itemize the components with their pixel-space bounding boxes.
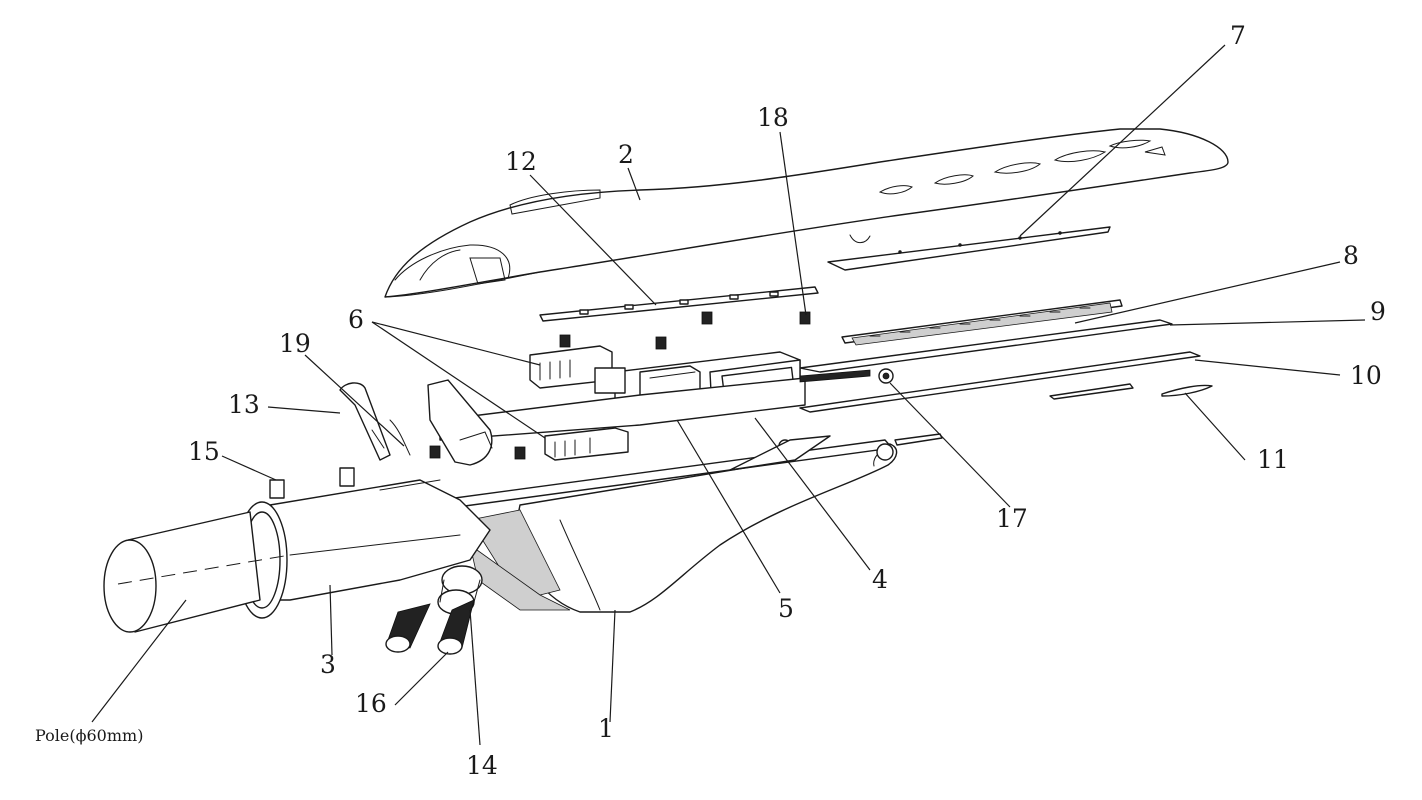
clip-13 — [339, 382, 391, 461]
bolts-16 — [385, 599, 475, 655]
bracket-11b — [1161, 384, 1213, 397]
callout-15: 15 — [188, 437, 220, 466]
pole-pipe — [103, 511, 291, 633]
housing-1 — [439, 433, 943, 613]
plate-7-holes — [898, 231, 1062, 254]
callout-6: 6 — [348, 305, 364, 334]
led-module-8 — [841, 299, 1123, 346]
callout-7: 7 — [1230, 21, 1246, 50]
gasket-plate-12 — [539, 286, 819, 322]
pole-label: Pole(ϕ60mm) — [35, 726, 143, 745]
callout-2: 2 — [618, 140, 634, 169]
screws-18 — [429, 311, 811, 460]
gasket-plate-12-notches — [579, 291, 779, 315]
callout-4: 4 — [872, 565, 888, 594]
bracket-19 — [389, 379, 493, 466]
callout-17: 17 — [996, 504, 1028, 533]
callout-9: 9 — [1370, 297, 1386, 326]
plate-7 — [827, 226, 1111, 271]
driver-tray — [439, 377, 806, 441]
callout-11: 11 — [1257, 445, 1289, 474]
lens-frame-9 — [799, 319, 1173, 373]
callout-19: 19 — [279, 329, 311, 358]
callout-12: 12 — [505, 147, 537, 176]
callout-10: 10 — [1350, 361, 1382, 390]
callout-3: 3 — [320, 650, 336, 679]
glass-plate-10 — [799, 351, 1201, 413]
callout-8: 8 — [1343, 241, 1359, 270]
bracket-11a — [1049, 383, 1134, 400]
callout-1: 1 — [598, 714, 614, 743]
leader-lines — [91, 44, 1366, 746]
callout-5: 5 — [778, 594, 794, 623]
callout-14: 14 — [466, 751, 498, 780]
callout-18: 18 — [757, 103, 789, 132]
hinge-pin-17 — [799, 368, 894, 384]
cable-gland-14 — [437, 565, 483, 615]
terminal-blocks-6 — [529, 345, 629, 461]
callout-13: 13 — [228, 390, 260, 419]
callout-16: 16 — [355, 689, 387, 718]
